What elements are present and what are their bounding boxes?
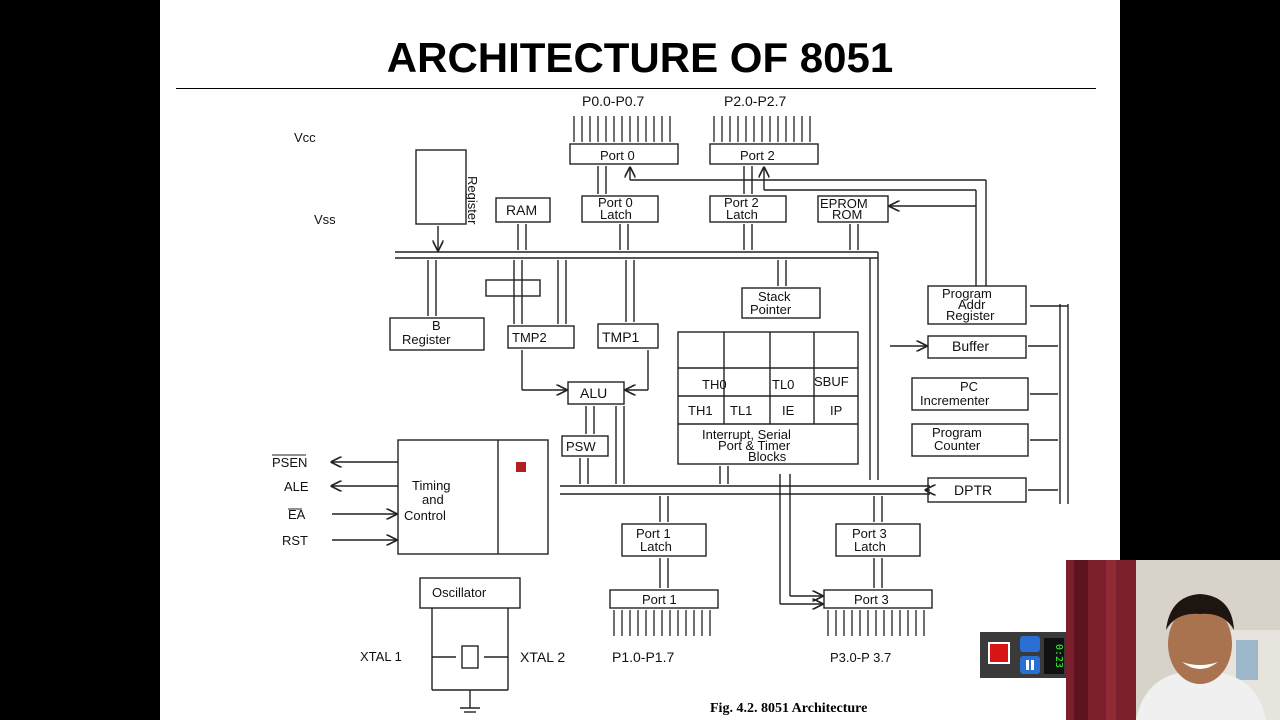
p1-pins-label: P1.0-P1.7: [612, 649, 674, 665]
ram-label: RAM: [506, 202, 537, 218]
stack-pointer-line1: Stack: [758, 289, 791, 304]
xtal2-label: XTAL 2: [520, 649, 565, 665]
alu-box: [567, 381, 625, 405]
timing-line3: Control: [404, 508, 446, 523]
vss-label: Vss: [314, 212, 336, 227]
oscillator-label: Oscillator: [432, 585, 487, 600]
psw-label: PSW: [566, 439, 596, 454]
sfr-tl1: TL1: [730, 403, 752, 418]
program-counter-line2: Counter: [934, 438, 981, 453]
oscillator-box: [419, 577, 521, 609]
b-register-line2: Register: [402, 332, 451, 347]
port3-label: Port 3: [854, 592, 889, 607]
port2-label: Port 2: [740, 148, 775, 163]
eprom-line2: ROM: [832, 207, 862, 222]
timing-control-box: [397, 439, 549, 555]
prog-addr-line3: Register: [946, 308, 995, 323]
port2-box: [709, 143, 819, 165]
slide: ARCHITECTURE OF 8051: [160, 0, 1120, 720]
xtal1-label: XTAL 1: [360, 649, 402, 664]
sfr-block: [677, 331, 859, 465]
pc-incrementer-line2: Incrementer: [920, 393, 990, 408]
camera-icon[interactable]: [1020, 636, 1040, 652]
stop-record-button[interactable]: [988, 642, 1010, 664]
program-counter-line1: Program: [932, 425, 982, 440]
program-addr-register-box: [927, 285, 1027, 325]
port3-latch-box: [835, 523, 921, 557]
p3-pins-label: P3.0-P 3.7: [830, 650, 891, 665]
eprom-box: [817, 195, 889, 223]
port2-latch-box: [709, 195, 787, 223]
presenter-webcam: [1066, 560, 1280, 720]
sfr-th1: TH1: [688, 403, 713, 418]
tmp1-box: [597, 323, 659, 349]
sfr-ip: IP: [830, 403, 842, 418]
rst-label: RST: [282, 533, 308, 548]
pc-incrementer-line1: PC: [960, 379, 978, 394]
presenter-video-frame: [1066, 560, 1280, 720]
psw-box: [561, 435, 609, 457]
port1-label: Port 1: [642, 592, 677, 607]
buffer-label: Buffer: [952, 338, 989, 354]
tmp2-label: TMP2: [512, 330, 547, 345]
ea-label: EA: [288, 507, 306, 522]
port0-latch-line2: Latch: [600, 207, 632, 222]
p2-pins-label: P2.0-P2.7: [724, 93, 786, 109]
timing-line2: and: [422, 492, 444, 507]
tmp1-label: TMP1: [602, 329, 640, 345]
interrupt-line2: Port & Timer: [718, 438, 791, 453]
buffer-box: [927, 335, 1027, 359]
slide-title: ARCHITECTURE OF 8051: [386, 34, 894, 81]
vcc-label: Vcc: [294, 130, 316, 145]
interrupt-line3: Blocks: [748, 449, 787, 464]
register-box: [415, 149, 467, 225]
dptr-label: DPTR: [954, 482, 992, 498]
program-counter-box: [911, 423, 1029, 457]
psen-label: PSEN: [272, 455, 307, 470]
ale-label: ALE: [284, 479, 309, 494]
b-register-box: [389, 317, 485, 351]
port2-latch-line1: Port 2: [724, 195, 759, 210]
alu-label: ALU: [580, 385, 607, 401]
timing-marker: [516, 462, 526, 472]
b-register-line1: B: [432, 318, 441, 333]
prog-addr-line2: Addr: [958, 297, 986, 312]
architecture-diagram: P0.0-P0.7 P2.0-P2.7 Port 0 Port 2 Port 0…: [272, 93, 1069, 716]
port3-latch-line2: Latch: [854, 539, 886, 554]
unlabeled-box: [485, 279, 541, 297]
record-timer: 0:23: [1044, 638, 1064, 674]
figure-caption: Fig. 4.2. 8051 Architecture: [710, 701, 867, 716]
title-divider: [176, 88, 1096, 89]
port0-box: [569, 143, 679, 165]
port1-latch-line1: Port 1: [636, 526, 671, 541]
tmp2-box: [507, 325, 575, 349]
timing-line1: Timing: [412, 478, 451, 493]
eprom-line1: EPROM: [820, 196, 868, 211]
port0-latch-box: [581, 195, 659, 223]
p0-pins-label: P0.0-P0.7: [582, 93, 644, 109]
sfr-ie: IE: [782, 403, 795, 418]
port0-label: Port 0: [600, 148, 635, 163]
sfr-tl0: TL0: [772, 377, 794, 392]
stack-pointer-box: [741, 287, 821, 319]
port2-latch-line2: Latch: [726, 207, 758, 222]
port1-latch-box: [621, 523, 707, 557]
recorder-toolbar: 0:23: [980, 632, 1066, 678]
port-pins: [573, 116, 925, 636]
port3-box: [823, 589, 933, 609]
pc-incrementer-box: [911, 377, 1029, 411]
port1-latch-line2: Latch: [640, 539, 672, 554]
port3-latch-line1: Port 3: [852, 526, 887, 541]
ram-box: [495, 197, 551, 223]
pause-icon[interactable]: [1020, 656, 1040, 674]
interrupt-line1: Interrupt, Serial: [702, 427, 791, 442]
prog-addr-line1: Program: [942, 286, 992, 301]
stack-pointer-line2: Pointer: [750, 302, 792, 317]
sfr-th0: TH0: [702, 377, 727, 392]
port1-box: [609, 589, 719, 609]
register-label: Register: [465, 176, 480, 225]
sfr-sbuf: SBUF: [814, 374, 849, 389]
port0-latch-line1: Port 0: [598, 195, 633, 210]
